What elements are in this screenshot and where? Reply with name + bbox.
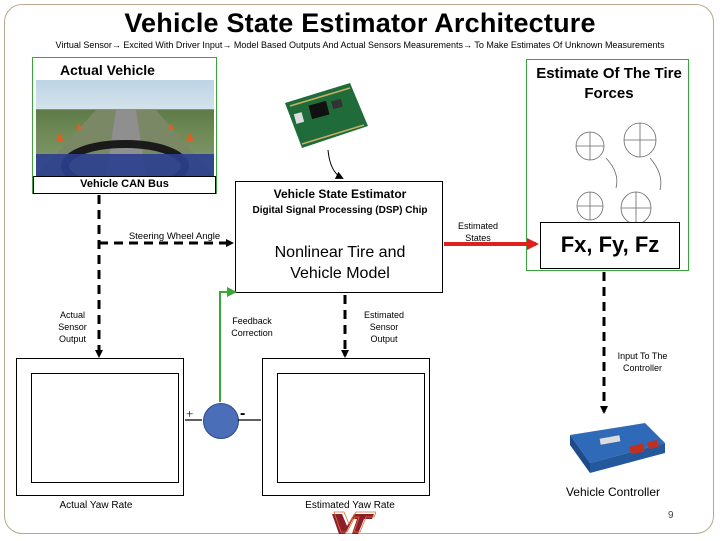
plus-sign: + [186,406,194,421]
slide-title: Vehicle State Estimator Architecture [124,8,596,38]
est-sensor-line3: Output [370,334,398,344]
estimated-yaw-rate-axes [277,373,425,483]
vehicle-can-bus-label: Vehicle CAN Bus [80,178,169,190]
state-estimator-title: Vehicle State Estimator [273,187,407,201]
estimated-sensor-output-label: Estimated Sensor Output [356,309,412,345]
vehicle-can-bus-box: Vehicle CAN Bus [33,176,216,194]
estimated-states-line1: Estimated [457,221,499,231]
actual-yaw-rate-plot [16,358,184,496]
vehicle-controller-label: Vehicle Controller [565,485,661,499]
actual-vehicle-label: Actual Vehicle [60,62,155,78]
est-sensor-line1: Estimated [363,310,405,320]
minus-sign: - [240,405,246,422]
actual-sensor-line1: Actual [59,310,85,320]
actual-sensor-line2: Sensor [58,322,87,332]
actual-yaw-rate-axes [31,373,179,483]
actual-sensor-line3: Output [58,334,87,344]
state-estimator-box [235,181,443,293]
model-label: Nonlinear Tire and Vehicle Model [240,242,440,284]
vehicle-controller-image [560,415,670,477]
tire-forces-box [526,59,689,271]
state-estimator-subtitle: Digital Signal Processing (DSP) Chip [252,205,428,216]
forces-label: Fx, Fy, Fz [560,232,660,257]
vt-logo-icon [330,510,377,536]
tire-forces-title: Estimate Of The Tire Forces [536,65,682,102]
actual-sensor-output-label: Actual Sensor Output [50,309,95,345]
estimated-states-line2: States [465,233,491,243]
forces-box [540,222,680,269]
actual-yaw-rate-caption: Actual Yaw Rate [59,500,133,511]
input-ctrl-line1: Input To The [617,351,668,361]
estimated-yaw-rate-plot [262,358,430,496]
slide-frame [4,4,714,534]
tire-ellipse-plots-image [568,118,674,230]
est-sensor-line2: Sensor [369,322,399,332]
feedback-line1: Feedback [232,316,272,326]
page-number: 9 [668,510,674,521]
steering-wheel-angle-label: Steering Wheel Angle [128,231,221,242]
input-to-controller-label: Input To The Controller [605,350,680,374]
summing-node [203,403,239,439]
vehicle-cockpit-image [36,80,214,176]
slide-subtitle: Virtual Sensor→ Excited With Driver Inpu… [55,40,665,50]
estimated-yaw-rate-caption: Estimated Yaw Rate [305,500,395,511]
dsp-chip-image [280,78,370,153]
estimated-states-label: Estimated States [450,220,506,244]
feedback-line2: Correction [231,328,273,338]
model-label-line1: Nonlinear Tire and [274,244,406,261]
model-label-line2: Vehicle Model [290,265,390,282]
input-ctrl-line2: Controller [622,363,662,373]
feedback-correction-label: Feedback Correction [220,315,284,339]
